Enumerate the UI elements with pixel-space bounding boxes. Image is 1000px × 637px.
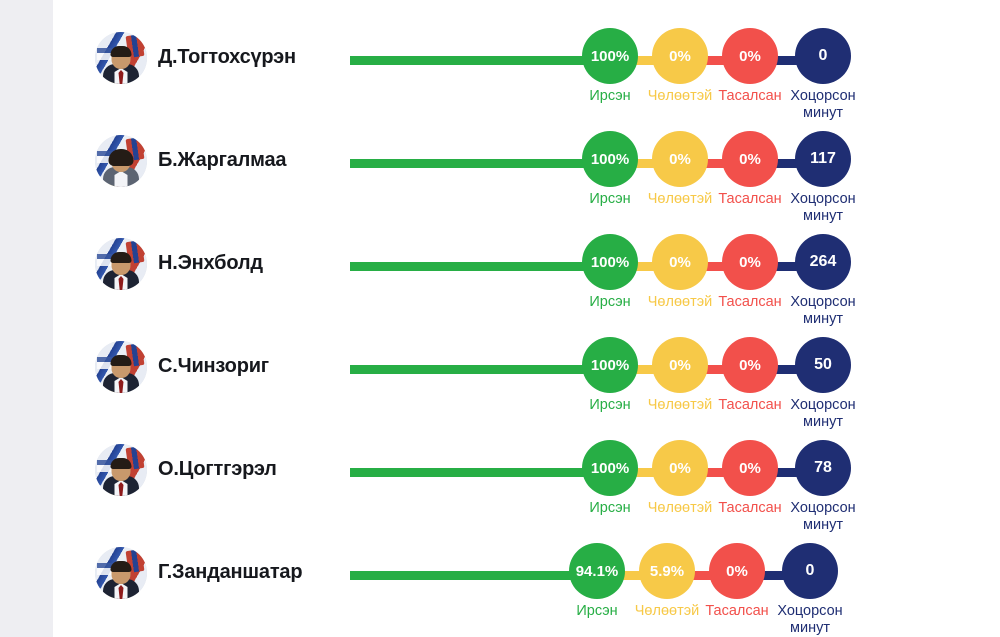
track-segment-late [750, 262, 823, 271]
avatar[interactable] [95, 32, 147, 84]
node-excused[interactable]: 0% [652, 234, 708, 290]
attendance-row[interactable]: С.Чинзориг 100% Ирсэн 0% Чөлөөтэй 0% Тасалсан 5… [53, 313, 1000, 430]
avatar-portrait [103, 46, 139, 84]
attendance-list: Д.Тогтохсүрэн 100% Ирсэн 0% Чөлөөтэй 0% Тасалс… [53, 0, 1000, 637]
track-segment-excused [610, 262, 680, 271]
node-present[interactable]: 100% [582, 440, 638, 496]
avatar[interactable] [95, 444, 147, 496]
label-absent: Тасалсан [705, 603, 769, 619]
avatar[interactable] [95, 238, 147, 290]
track-segment-excused [610, 468, 680, 477]
label-excused: Чөлөөтэй [647, 294, 713, 310]
label-excused: Чөлөөтэй [647, 500, 713, 516]
node-absent[interactable]: 0% [722, 234, 778, 290]
track-segment-absent [680, 56, 750, 65]
track-segment-excused [597, 571, 667, 580]
label-absent: Тасалсан [718, 397, 782, 413]
avatar-portrait [103, 458, 139, 496]
node-absent[interactable]: 0% [722, 131, 778, 187]
attendance-row[interactable]: Г.Занданшатар 94.1% Ирсэн 5.9% Чөлөөтэй 0% Тас… [53, 519, 1000, 636]
track-segment-late [750, 159, 823, 168]
label-absent: Тасалсан [718, 500, 782, 516]
track-segment-present [350, 468, 610, 477]
label-present: Ирсэн [589, 500, 631, 516]
node-absent[interactable]: 0% [722, 337, 778, 393]
left-gutter [0, 0, 53, 637]
node-absent[interactable]: 0% [709, 543, 765, 599]
attendance-row[interactable]: О.Цогтгэрэл 100% Ирсэн 0% Чөлөөтэй 0% Тасалсан… [53, 416, 1000, 533]
node-absent[interactable]: 0% [722, 440, 778, 496]
label-late: Хоцорсон минут [790, 397, 856, 430]
node-excused[interactable]: 0% [652, 131, 708, 187]
label-excused: Чөлөөтэй [647, 88, 713, 104]
node-present[interactable]: 100% [582, 234, 638, 290]
node-present[interactable]: 100% [582, 131, 638, 187]
member-name: Г.Занданшатар [158, 561, 303, 583]
label-late: Хоцорсон минут [790, 191, 856, 224]
track-segment-present [350, 365, 610, 374]
attendance-row[interactable]: Б.Жаргалмаа 100% Ирсэн 0% Чөлөөтэй 0% Тасалсан… [53, 107, 1000, 224]
node-late[interactable]: 0 [795, 28, 851, 84]
label-present: Ирсэн [589, 294, 631, 310]
track-segment-late [750, 468, 823, 477]
member-name: Д.Тогтохсүрэн [158, 46, 296, 68]
track-segment-present [350, 56, 610, 65]
label-late: Хоцорсон минут [790, 500, 856, 533]
track-segment-absent [667, 571, 737, 580]
label-late: Хоцорсон минут [790, 88, 856, 121]
track-segment-present [350, 571, 597, 580]
track-segment-absent [680, 468, 750, 477]
track-segment-absent [680, 365, 750, 374]
track-segment-excused [610, 159, 680, 168]
node-present[interactable]: 100% [582, 337, 638, 393]
label-present: Ирсэн [589, 88, 631, 104]
track-segment-present [350, 262, 610, 271]
attendance-row[interactable]: Д.Тогтохсүрэн 100% Ирсэн 0% Чөлөөтэй 0% Тасалс… [53, 4, 1000, 121]
track-segment-present [350, 159, 610, 168]
avatar-portrait [103, 252, 139, 290]
track-segment-excused [610, 56, 680, 65]
node-late[interactable]: 78 [795, 440, 851, 496]
label-excused: Чөлөөтэй [634, 603, 700, 619]
node-late[interactable]: 117 [795, 131, 851, 187]
member-name: Б.Жаргалмаа [158, 149, 287, 171]
label-absent: Тасалсан [718, 88, 782, 104]
track-segment-absent [680, 262, 750, 271]
label-present: Ирсэн [589, 397, 631, 413]
track-segment-late [750, 365, 823, 374]
track-segment-excused [610, 365, 680, 374]
label-present: Ирсэн [589, 191, 631, 207]
node-late[interactable]: 50 [795, 337, 851, 393]
node-present[interactable]: 94.1% [569, 543, 625, 599]
node-absent[interactable]: 0% [722, 28, 778, 84]
node-excused[interactable]: 0% [652, 28, 708, 84]
member-name: С.Чинзориг [158, 355, 269, 377]
label-absent: Тасалсан [718, 191, 782, 207]
label-late: Хоцорсон минут [777, 603, 843, 636]
node-present[interactable]: 100% [582, 28, 638, 84]
avatar-portrait [103, 561, 139, 599]
label-excused: Чөлөөтэй [647, 191, 713, 207]
label-absent: Тасалсан [718, 294, 782, 310]
node-excused[interactable]: 0% [652, 337, 708, 393]
avatar[interactable] [95, 341, 147, 393]
node-late[interactable]: 264 [795, 234, 851, 290]
track-segment-absent [680, 159, 750, 168]
avatar-portrait [103, 149, 139, 187]
track-segment-late [750, 56, 823, 65]
node-late[interactable]: 0 [782, 543, 838, 599]
member-name: О.Цогтгэрэл [158, 458, 277, 480]
attendance-row[interactable]: Н.Энхболд 100% Ирсэн 0% Чөлөөтэй 0% Тасалсан 26… [53, 210, 1000, 327]
member-name: Н.Энхболд [158, 252, 263, 274]
label-late: Хоцорсон минут [790, 294, 856, 327]
track-segment-late [737, 571, 810, 580]
node-excused[interactable]: 5.9% [639, 543, 695, 599]
avatar-portrait [103, 355, 139, 393]
label-present: Ирсэн [576, 603, 618, 619]
avatar[interactable] [95, 135, 147, 187]
node-excused[interactable]: 0% [652, 440, 708, 496]
label-excused: Чөлөөтэй [647, 397, 713, 413]
avatar[interactable] [95, 547, 147, 599]
